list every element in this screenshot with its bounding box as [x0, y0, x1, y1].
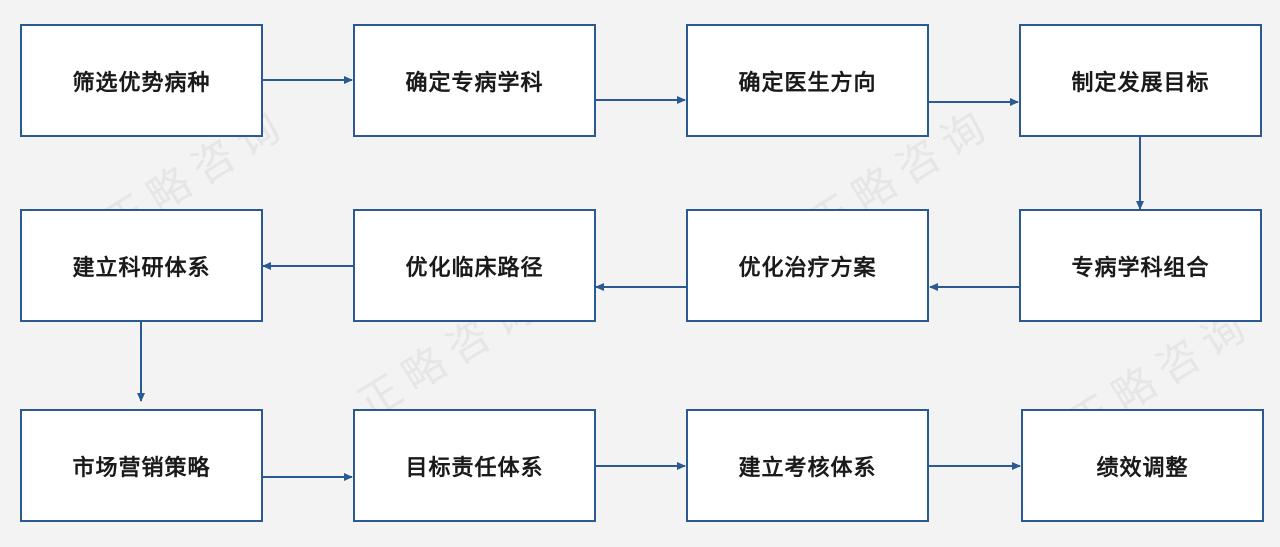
- node-n9: 市场营销策略: [20, 409, 263, 522]
- node-n11: 建立考核体系: [686, 409, 929, 522]
- node-n3: 确定医生方向: [686, 24, 929, 137]
- node-n6: 优化治疗方案: [686, 209, 929, 322]
- node-n12: 绩效调整: [1021, 409, 1264, 522]
- node-n1: 筛选优势病种: [20, 24, 263, 137]
- node-n2: 确定专病学科: [353, 24, 596, 137]
- node-n8: 建立科研体系: [20, 209, 263, 322]
- node-n5: 专病学科组合: [1019, 209, 1262, 322]
- node-n10: 目标责任体系: [353, 409, 596, 522]
- node-n7: 优化临床路径: [353, 209, 596, 322]
- node-n4: 制定发展目标: [1019, 24, 1262, 137]
